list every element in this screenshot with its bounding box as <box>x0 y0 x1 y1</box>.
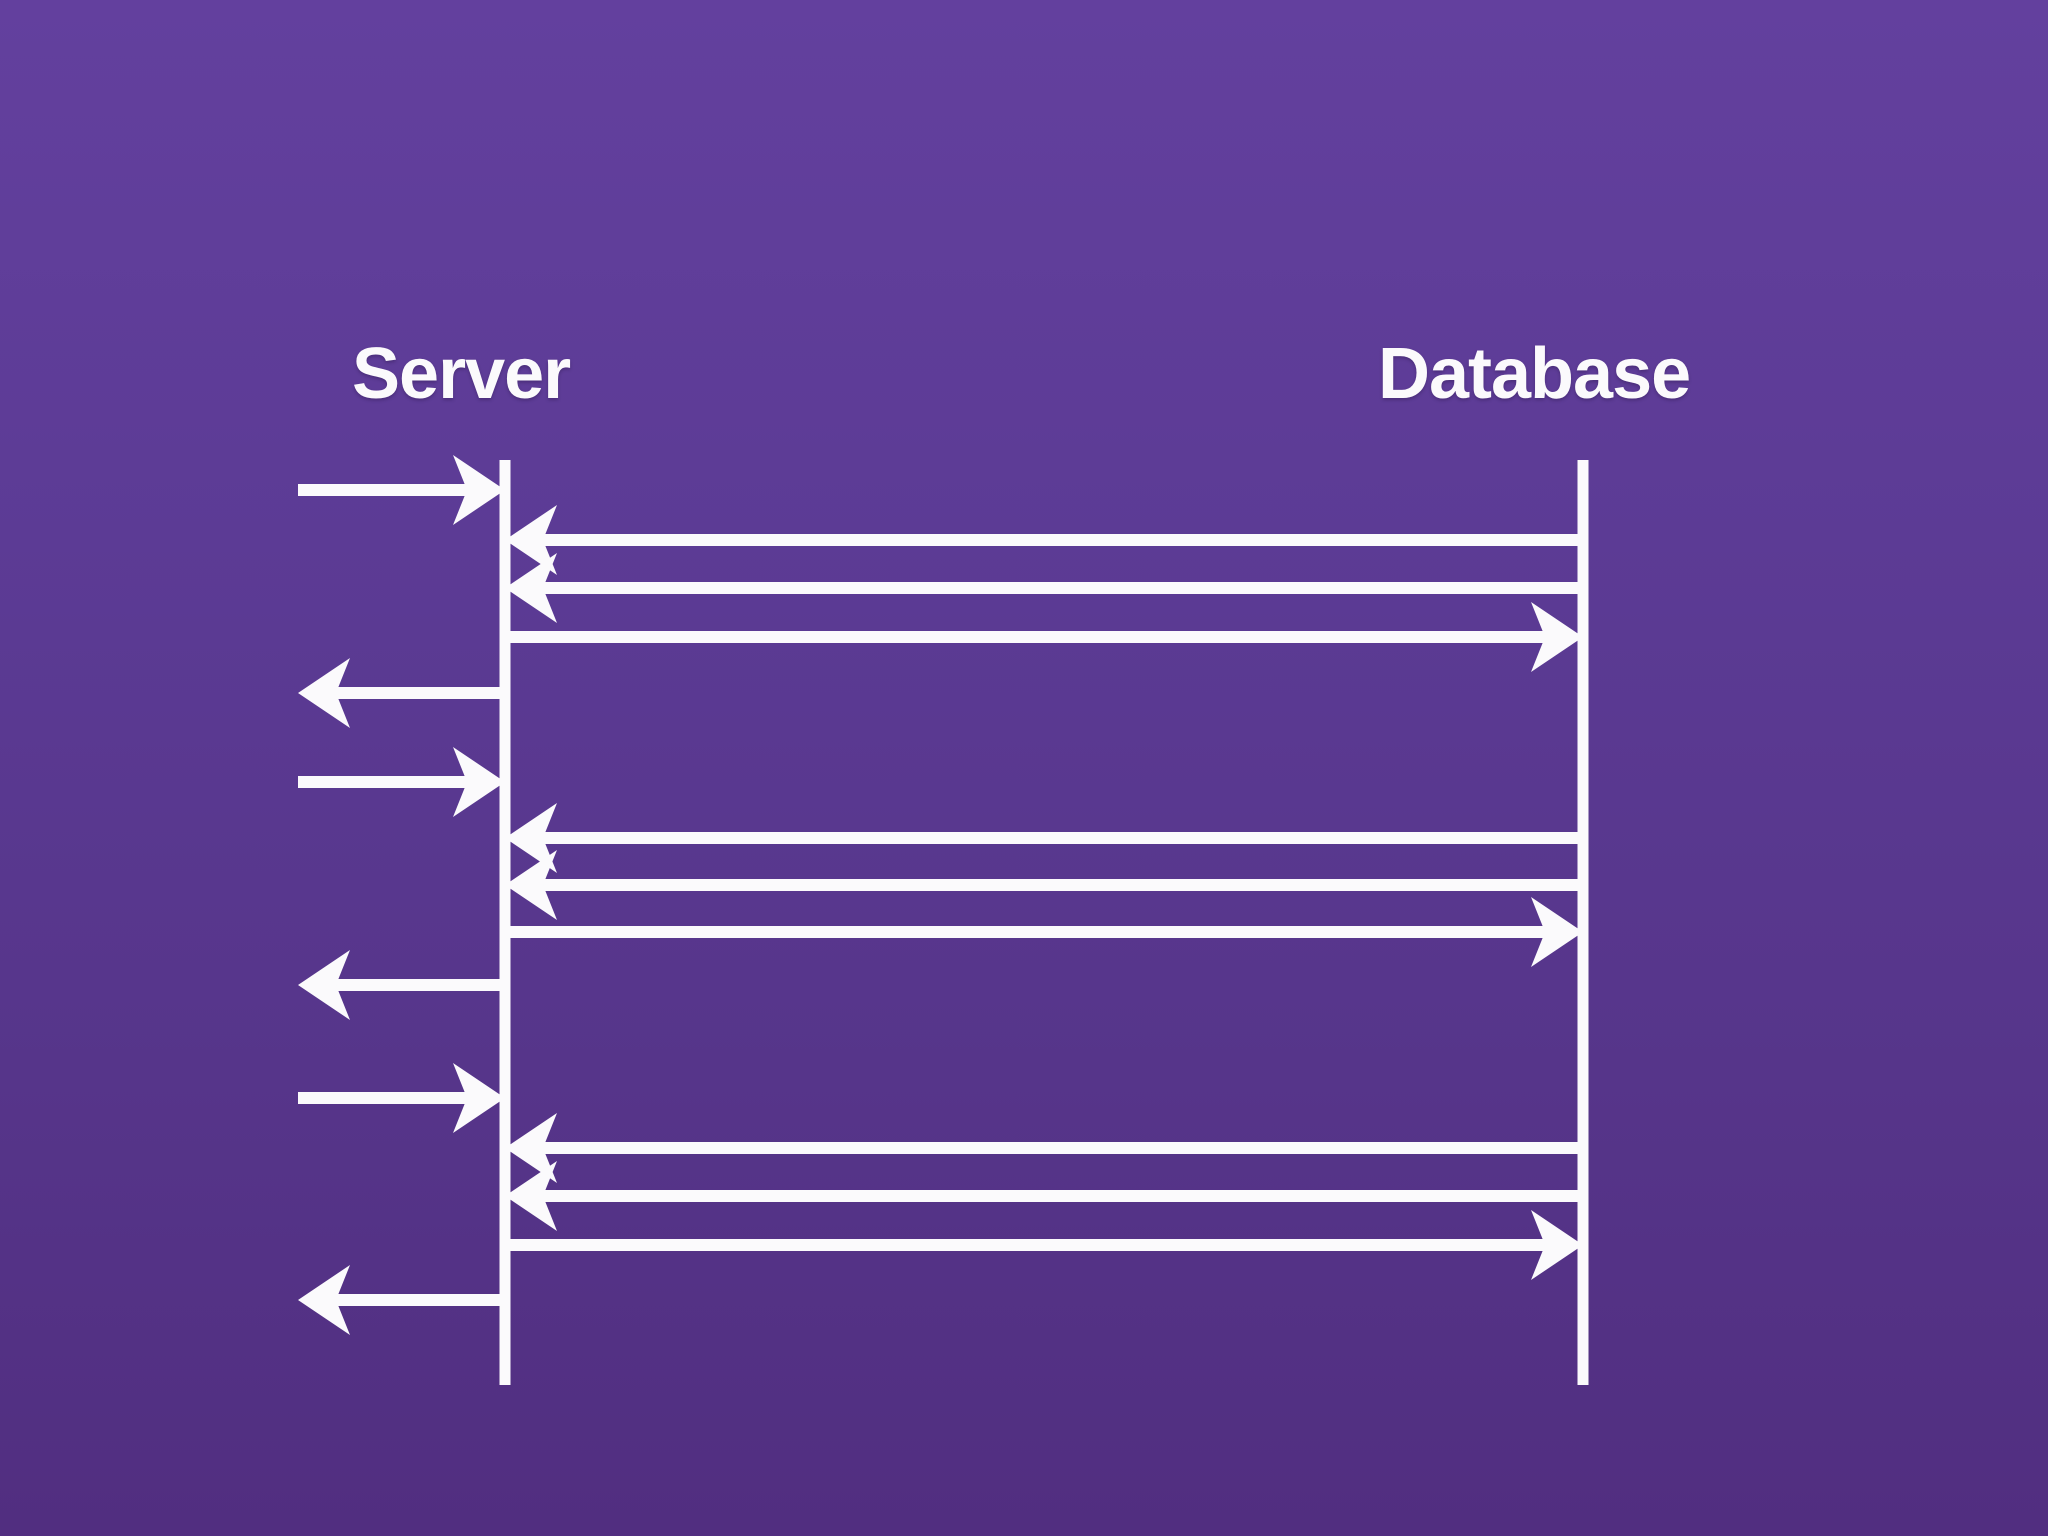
message-arrow-6 <box>298 747 505 817</box>
participant-label-server: Server <box>352 334 571 414</box>
message-arrow-11 <box>298 1063 505 1133</box>
message-arrow-1 <box>298 455 505 525</box>
message-arrow-10 <box>298 950 505 1020</box>
lifelines-group <box>499 460 1589 1385</box>
message-arrowhead <box>505 850 557 920</box>
message-arrow-9 <box>505 897 1583 967</box>
message-arrow-12 <box>505 1113 1583 1183</box>
message-shaft <box>330 1294 505 1306</box>
message-arrow-2 <box>505 505 1583 575</box>
message-arrow-3 <box>505 553 1583 623</box>
message-arrowhead <box>1531 897 1583 967</box>
message-arrowhead <box>453 747 505 817</box>
message-shaft <box>505 631 1551 643</box>
message-arrowhead <box>505 803 557 873</box>
message-arrowhead <box>298 658 350 728</box>
message-arrowhead <box>1531 602 1583 672</box>
message-shaft <box>298 1092 473 1104</box>
message-arrow-8 <box>505 850 1583 920</box>
message-arrow-5 <box>298 658 505 728</box>
message-arrowhead <box>298 1265 350 1335</box>
message-arrowhead <box>1531 1210 1583 1280</box>
message-shaft <box>537 582 1583 594</box>
message-shaft <box>505 1239 1551 1251</box>
message-shaft <box>537 534 1583 546</box>
message-shaft <box>537 879 1583 891</box>
message-arrowhead <box>453 455 505 525</box>
messages-group <box>298 455 1583 1335</box>
message-shaft <box>537 1142 1583 1154</box>
message-shaft <box>537 832 1583 844</box>
message-arrow-13 <box>505 1161 1583 1231</box>
message-shaft <box>537 1190 1583 1202</box>
message-arrowhead <box>453 1063 505 1133</box>
lifeline-server <box>499 460 511 1385</box>
message-arrowhead <box>298 950 350 1020</box>
lifeline-database <box>1577 460 1589 1385</box>
message-shaft <box>298 484 473 496</box>
message-arrow-7 <box>505 803 1583 873</box>
message-shaft <box>330 979 505 991</box>
message-arrowhead <box>505 505 557 575</box>
message-arrow-14 <box>505 1210 1583 1280</box>
message-arrow-4 <box>505 602 1583 672</box>
message-arrowhead <box>505 553 557 623</box>
message-arrowhead <box>505 1161 557 1231</box>
message-arrow-15 <box>298 1265 505 1335</box>
message-shaft <box>505 926 1551 938</box>
message-arrowhead <box>505 1113 557 1183</box>
participant-label-database: Database <box>1378 334 1691 414</box>
message-shaft <box>330 687 505 699</box>
message-shaft <box>298 776 473 788</box>
